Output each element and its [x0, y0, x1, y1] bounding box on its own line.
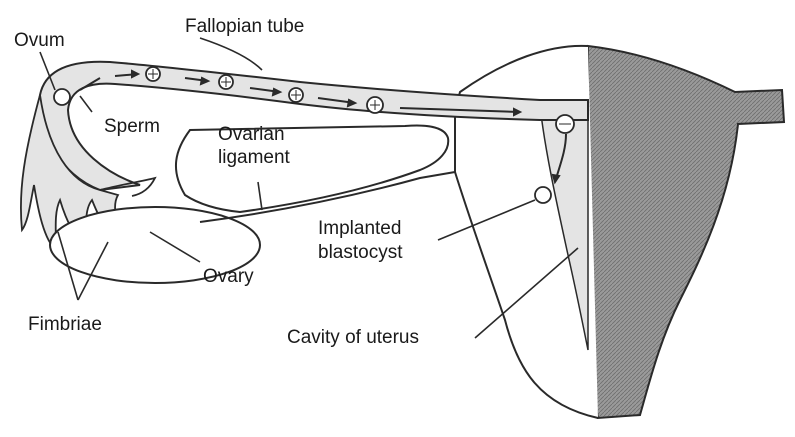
label-fimbriae: Fimbriae	[28, 314, 102, 335]
label-ovum: Ovum	[14, 30, 65, 51]
ovum-cell	[53, 88, 71, 106]
implanted-blastocyst-cell	[534, 186, 552, 204]
label-ovarian-ligament-line2: ligament	[218, 147, 290, 168]
sperm-arrows	[79, 69, 567, 185]
label-sperm: Sperm	[104, 116, 160, 137]
uterus-shaded-half	[587, 44, 786, 420]
ovary-body	[49, 206, 261, 284]
leader-lines	[39, 37, 579, 339]
label-ovary: Ovary	[203, 266, 254, 287]
label-implanted-blastocyst-line1: Implanted	[318, 218, 402, 239]
uterine-cavity	[539, 103, 589, 351]
label-cavity-of-uterus: Cavity of uterus	[287, 327, 419, 348]
label-implanted-blastocyst-line2: blastocyst	[318, 242, 403, 263]
label-fallopian-tube: Fallopian tube	[185, 16, 305, 37]
label-ovarian-ligament-line1: Ovarian	[218, 124, 285, 145]
ovarian-ligament	[174, 124, 450, 214]
